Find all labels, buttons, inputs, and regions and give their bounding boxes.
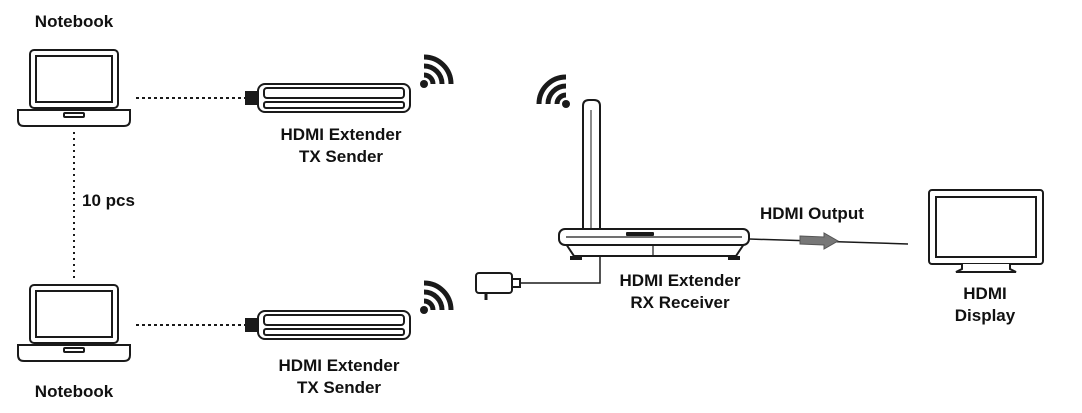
power-adapter-icon (475, 272, 521, 300)
hdmi-output-label: HDMI Output (760, 204, 864, 223)
hdmi-output-cable (748, 232, 909, 250)
display-line2: Display (954, 306, 1016, 325)
notebook-bottom-label: Notebook (34, 382, 114, 401)
tx-top-line1: HDMI Extender (280, 125, 402, 144)
display-label: HDMI Display (935, 283, 1035, 327)
tx-bottom-label: HDMI Extender TX Sender (249, 355, 429, 399)
rx-label: HDMI Extender RX Receiver (590, 270, 770, 314)
tx-bottom-line2: TX Sender (296, 378, 382, 397)
notebook-top-label: Notebook (34, 12, 114, 31)
laptop-icon (17, 49, 131, 127)
hdmi-dongle-icon (245, 310, 411, 340)
laptop-icon (17, 284, 131, 362)
tx-top-line2: TX Sender (298, 147, 384, 166)
wireless-signal-icon (536, 74, 570, 108)
wireless-signal-icon (420, 280, 454, 314)
quantity-label: 10 pcs (82, 191, 135, 210)
monitor-icon (928, 189, 1044, 273)
tx-top-label: HDMI Extender TX Sender (251, 124, 431, 168)
rx-line2: RX Receiver (630, 293, 730, 312)
rx-line1: HDMI Extender (619, 271, 741, 290)
hdmi-dongle-icon (245, 83, 411, 113)
power-cable (520, 257, 601, 284)
display-line1: HDMI (963, 284, 1007, 303)
tx-bottom-line1: HDMI Extender (278, 356, 400, 375)
receiver-icon (558, 99, 750, 260)
wireless-signal-icon (420, 54, 454, 88)
